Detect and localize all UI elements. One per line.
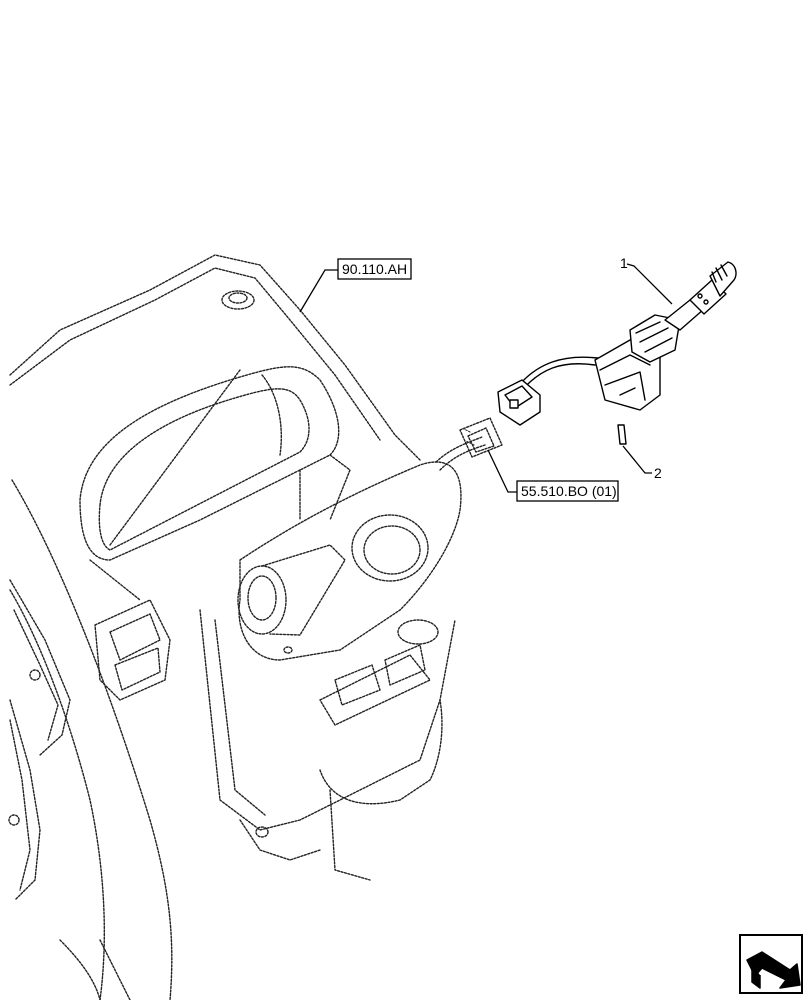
ref-label-top[interactable]: 90.110.AH: [342, 261, 407, 277]
callout-item-1: 1: [620, 255, 628, 271]
next-page-arrow-icon[interactable]: [739, 934, 803, 994]
callout-leaders: [299, 263, 673, 493]
harness-connector-dashed: [435, 417, 503, 471]
ref-box-connector: [516, 480, 619, 502]
multifunction-switch: [497, 261, 737, 445]
dashboard-outline: [8, 254, 462, 1000]
callout-item-2: 2: [654, 465, 662, 481]
ref-box-top: [337, 258, 412, 280]
ref-label-connector[interactable]: 55.510.BO (01): [521, 483, 617, 499]
